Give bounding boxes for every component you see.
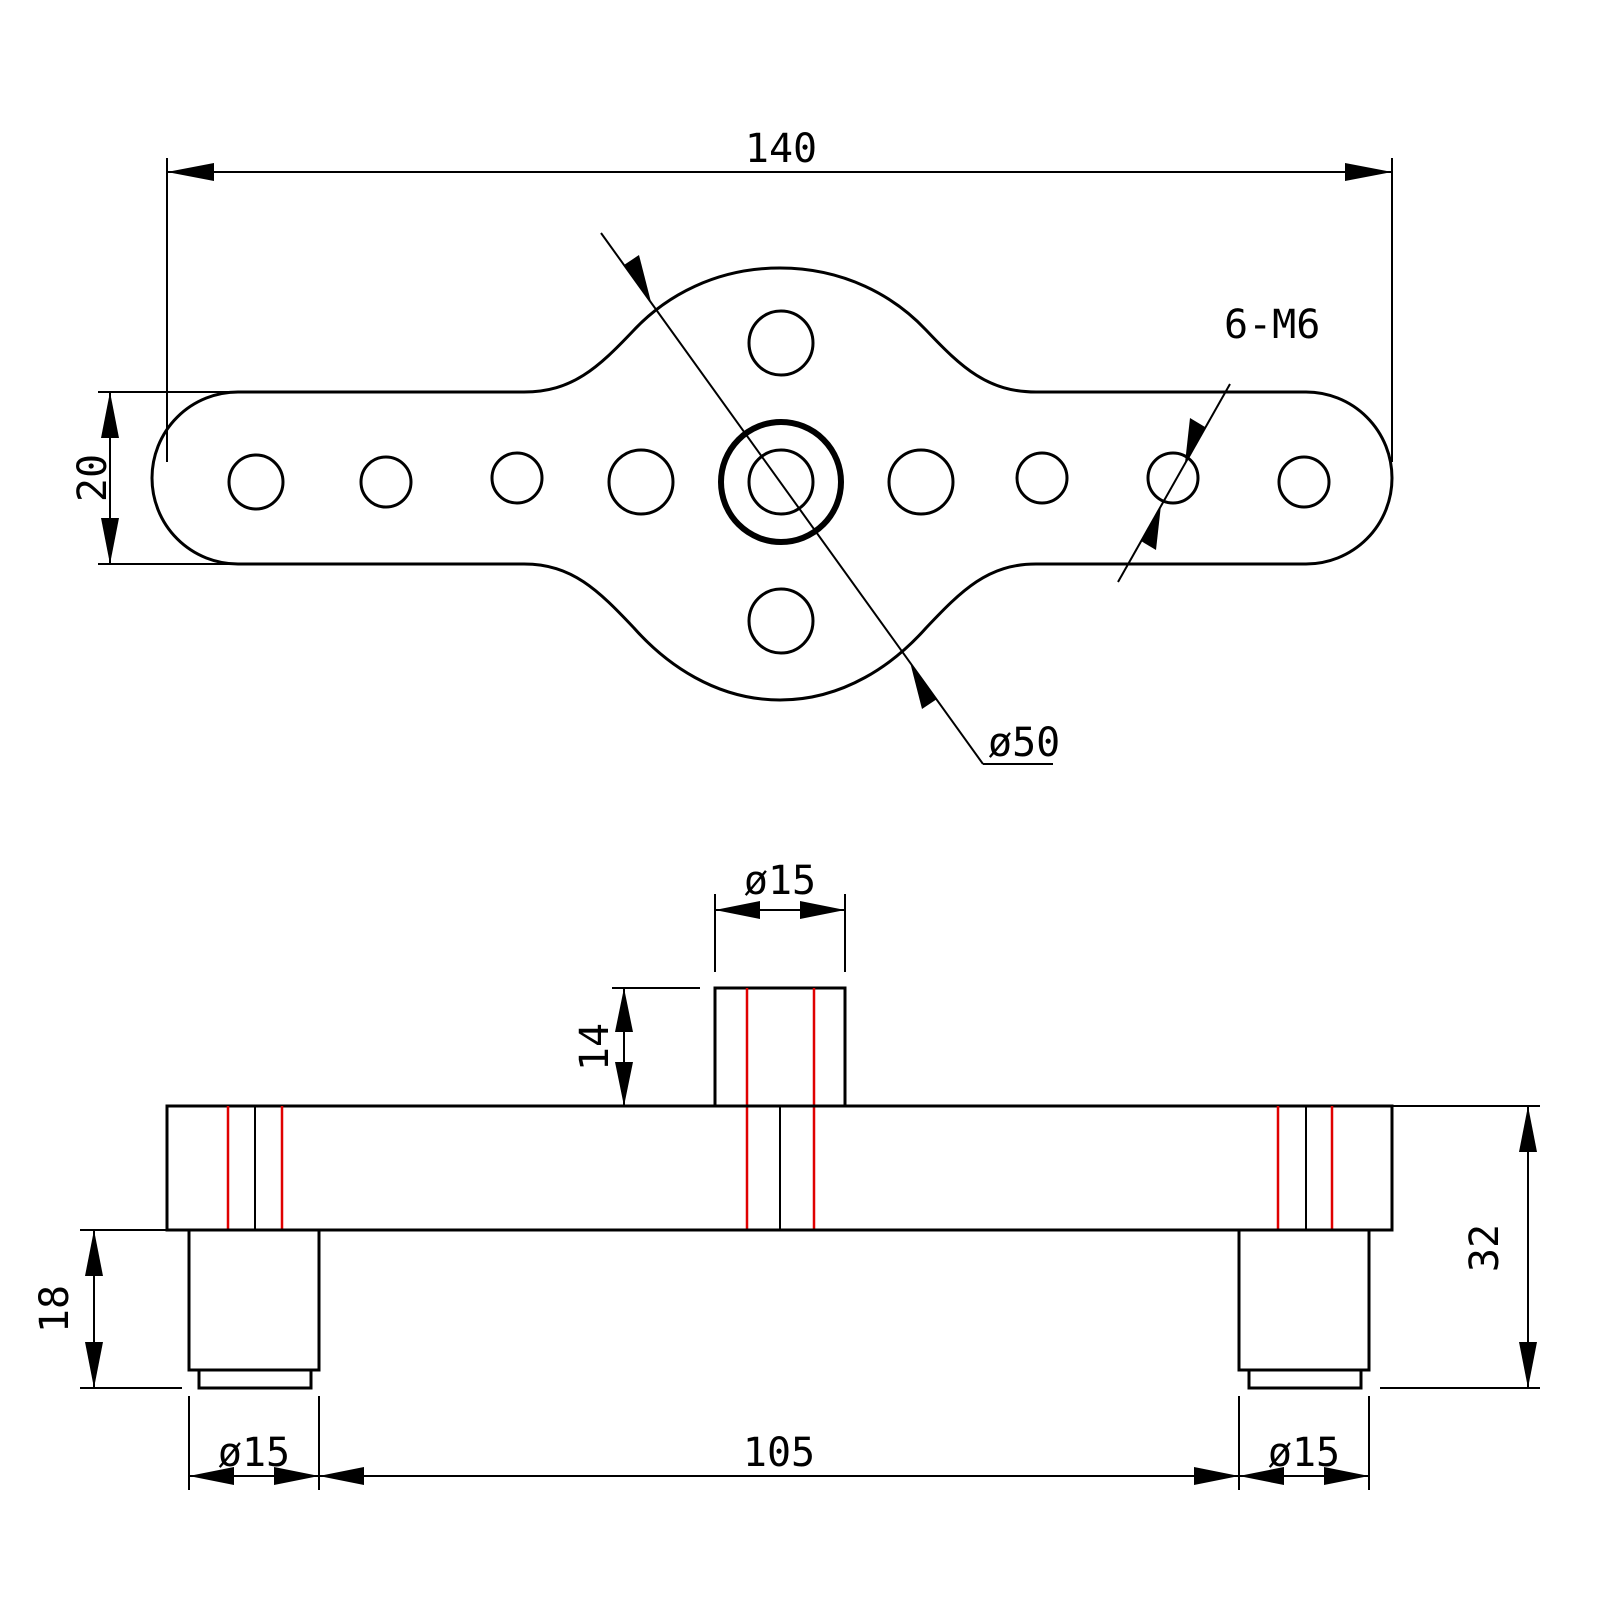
hole bbox=[747, 587, 815, 655]
arrowhead bbox=[85, 1342, 103, 1388]
hub-bore bbox=[747, 448, 815, 516]
hole bbox=[490, 451, 544, 505]
arrowhead bbox=[1345, 163, 1392, 181]
dim-bushing-top-diameter: ø15 bbox=[714, 858, 846, 972]
dim-overall-length: 140 bbox=[166, 126, 1393, 462]
arrowhead bbox=[615, 1062, 633, 1106]
dim-thread-holes: 6-M6 bbox=[1117, 302, 1320, 583]
hole bbox=[1015, 451, 1069, 505]
hole bbox=[227, 453, 285, 511]
arrowhead bbox=[85, 1230, 103, 1276]
top-bushing bbox=[713, 986, 847, 1108]
dim-total-height: 32 bbox=[1380, 1105, 1540, 1389]
hole bbox=[1277, 455, 1331, 509]
plate-outline bbox=[150, 266, 1394, 702]
dim-label-105: 105 bbox=[743, 1430, 815, 1476]
dim-label-6-m6: 6-M6 bbox=[1224, 302, 1320, 348]
right-leg bbox=[1237, 1228, 1371, 1390]
dim-label-14: 14 bbox=[572, 1023, 618, 1071]
top-view: 140 20 6-M6 ø50 bbox=[70, 126, 1394, 766]
dim-width: 20 bbox=[70, 391, 240, 565]
dim-label-20: 20 bbox=[70, 454, 116, 502]
hole bbox=[887, 448, 955, 516]
dim-hub-diameter: ø50 bbox=[600, 232, 1060, 766]
arrowhead bbox=[1519, 1106, 1537, 1152]
dim-label-32: 32 bbox=[1462, 1224, 1508, 1272]
arrowhead bbox=[1141, 505, 1161, 550]
arrowhead bbox=[1194, 1467, 1239, 1485]
arrowhead bbox=[167, 163, 214, 181]
hub-outer-ring bbox=[718, 419, 844, 545]
arrowhead bbox=[189, 1467, 234, 1485]
dim-bushing-top-height: 14 bbox=[572, 987, 700, 1106]
dim-label-18: 18 bbox=[32, 1285, 78, 1333]
arrowhead bbox=[1185, 418, 1205, 463]
arrowhead bbox=[101, 392, 119, 438]
dim-label-o15-top: ø15 bbox=[744, 858, 816, 904]
dim-label-140: 140 bbox=[745, 126, 817, 172]
left-leg bbox=[187, 1228, 321, 1390]
dim-bottom-chain: ø15 105 ø15 bbox=[188, 1396, 1370, 1490]
arrowhead bbox=[1519, 1342, 1537, 1388]
side-view: ø15 14 32 18 bbox=[32, 858, 1540, 1490]
arrowhead bbox=[1239, 1467, 1284, 1485]
arrowhead bbox=[624, 255, 651, 302]
arrowhead bbox=[101, 518, 119, 564]
arrowhead bbox=[715, 901, 760, 919]
dim-label-o50: ø50 bbox=[988, 720, 1060, 766]
hole bbox=[607, 448, 675, 516]
hole bbox=[747, 309, 815, 377]
dim-leg-height: 18 bbox=[32, 1229, 182, 1389]
arrowhead bbox=[800, 901, 845, 919]
dim-label-o15-left: ø15 bbox=[218, 1430, 290, 1476]
arrowhead bbox=[319, 1467, 364, 1485]
arrowhead bbox=[910, 662, 937, 709]
arrowhead bbox=[615, 988, 633, 1032]
arrowhead bbox=[1324, 1467, 1369, 1485]
dim-label-o15-right: ø15 bbox=[1268, 1430, 1340, 1476]
hole bbox=[1146, 451, 1200, 505]
arrowhead bbox=[274, 1467, 319, 1485]
hole bbox=[359, 455, 413, 509]
